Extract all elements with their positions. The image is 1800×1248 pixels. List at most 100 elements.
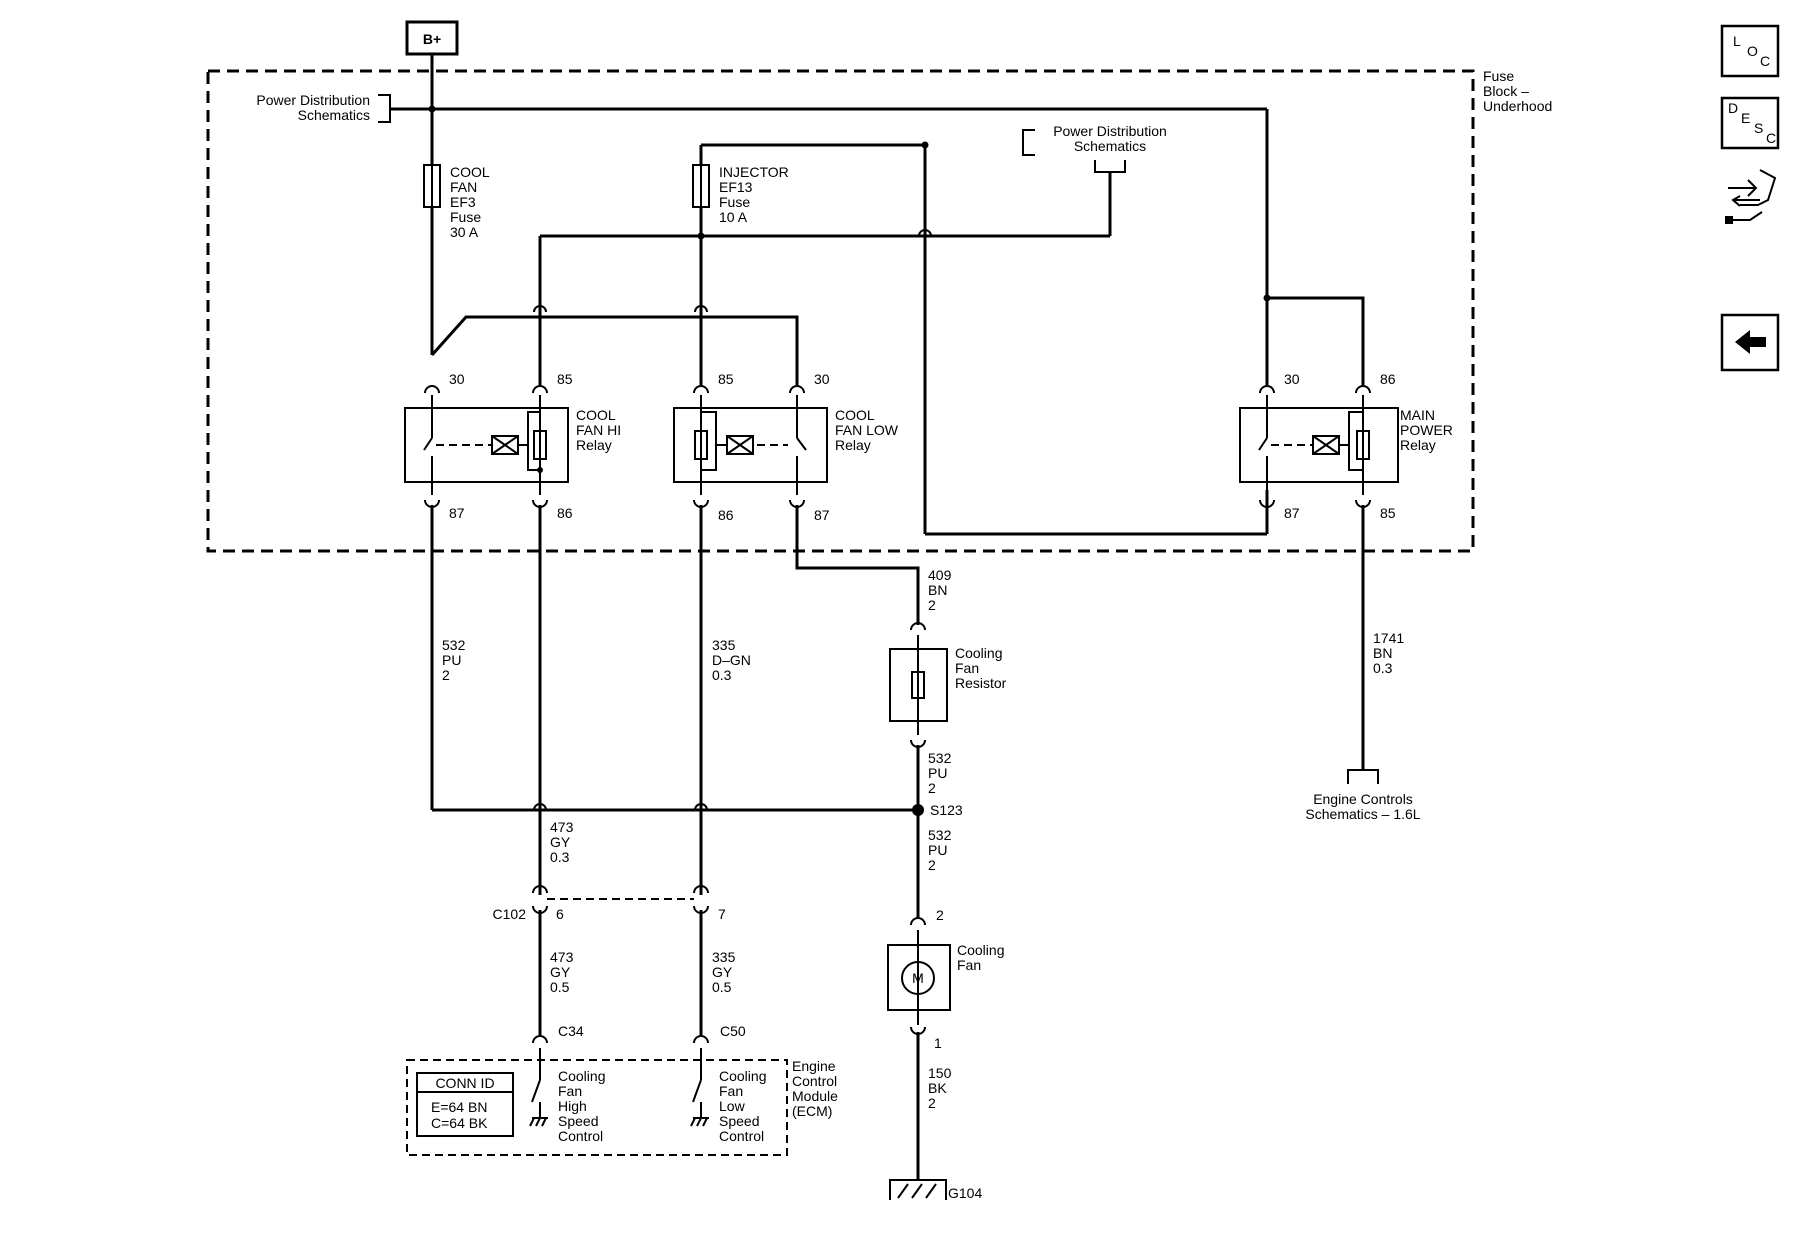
svg-text:0.3: 0.3 bbox=[1373, 660, 1393, 676]
connector-end-view-icon[interactable] bbox=[1725, 169, 1777, 224]
power-distribution-ref-left[interactable]: Power Distribution Schematics bbox=[256, 92, 391, 123]
connector-c50: C50 bbox=[720, 1023, 746, 1039]
svg-text:INJECTOR: INJECTOR bbox=[719, 164, 789, 180]
cooling-fan-resistor: Cooling Fan Resistor bbox=[889, 635, 1007, 735]
svg-text:532: 532 bbox=[928, 827, 952, 843]
svg-text:1741: 1741 bbox=[1373, 630, 1404, 646]
svg-text:GY: GY bbox=[550, 964, 571, 980]
svg-text:532: 532 bbox=[442, 637, 466, 653]
svg-text:Fuse: Fuse bbox=[719, 194, 750, 210]
svg-text:Power Distribution: Power Distribution bbox=[1053, 123, 1167, 139]
splice-label: S123 bbox=[930, 802, 963, 818]
connector-c102-pin7: 7 bbox=[718, 906, 726, 922]
svg-text:0.3: 0.3 bbox=[712, 667, 732, 683]
relay-cool-fan-low: 85 30 86 87 COOL FAN LOW Relay bbox=[673, 371, 899, 523]
svg-text:EF13: EF13 bbox=[719, 179, 753, 195]
wire-label-532-pu-hi: 532 PU 2 bbox=[442, 637, 466, 683]
svg-text:2: 2 bbox=[928, 857, 936, 873]
svg-text:PU: PU bbox=[928, 765, 947, 781]
svg-text:30 A: 30 A bbox=[450, 224, 479, 240]
fuse-block-label: Fuse Block – Underhood bbox=[1483, 68, 1552, 114]
junction-dot bbox=[428, 105, 436, 113]
svg-text:D–GN: D–GN bbox=[712, 652, 751, 668]
ecm-label: Engine Control Module (ECM) bbox=[792, 1058, 838, 1119]
svg-text:GY: GY bbox=[712, 964, 733, 980]
motor-symbol: M bbox=[912, 970, 924, 986]
ecm-switch-high: Cooling Fan High Speed Control bbox=[529, 1048, 605, 1144]
svg-text:Resistor: Resistor bbox=[955, 675, 1007, 691]
svg-text:Fuse: Fuse bbox=[450, 209, 481, 225]
svg-text:C: C bbox=[1760, 53, 1770, 69]
svg-text:D: D bbox=[1728, 100, 1738, 116]
svg-text:Fan: Fan bbox=[558, 1083, 582, 1099]
svg-text:CONN ID: CONN ID bbox=[435, 1075, 494, 1091]
svg-text:Cooling: Cooling bbox=[558, 1068, 605, 1084]
ground-g104: G104 bbox=[889, 1179, 982, 1201]
power-distribution-ref-right[interactable]: Power Distribution Schematics bbox=[1022, 123, 1167, 173]
svg-text:Fuse: Fuse bbox=[1483, 68, 1514, 84]
back-arrow-icon[interactable] bbox=[1720, 313, 1780, 372]
svg-text:S: S bbox=[1754, 120, 1763, 136]
svg-text:(ECM): (ECM) bbox=[792, 1103, 832, 1119]
svg-text:E=64 BN: E=64 BN bbox=[431, 1099, 487, 1115]
svg-text:G104: G104 bbox=[948, 1185, 982, 1201]
svg-text:0.5: 0.5 bbox=[550, 979, 570, 995]
svg-text:L: L bbox=[1733, 33, 1741, 49]
svg-text:2: 2 bbox=[928, 780, 936, 796]
svg-text:FAN LOW: FAN LOW bbox=[835, 422, 899, 438]
wire-label-473-gy-b: 473 GY 0.5 bbox=[550, 949, 574, 995]
svg-text:2: 2 bbox=[928, 1095, 936, 1111]
svg-text:87: 87 bbox=[1284, 505, 1300, 521]
relay-terminals bbox=[424, 385, 1371, 508]
svg-text:10 A: 10 A bbox=[719, 209, 748, 225]
wire-label-335-dgn: 335 D–GN 0.3 bbox=[712, 637, 751, 683]
wire-label-409-bn: 409 BN 2 bbox=[928, 567, 952, 613]
svg-text:85: 85 bbox=[1380, 505, 1396, 521]
battery-positive-label: B+ bbox=[423, 31, 441, 47]
svg-text:Relay: Relay bbox=[835, 437, 871, 453]
svg-text:Speed: Speed bbox=[558, 1113, 598, 1129]
svg-text:Schematics: Schematics bbox=[298, 107, 370, 123]
wire-label-532-pu-c: 532 PU 2 bbox=[928, 827, 952, 873]
svg-text:BN: BN bbox=[1373, 645, 1392, 661]
svg-text:335: 335 bbox=[712, 637, 736, 653]
wire-label-1741-bn: 1741 BN 0.3 bbox=[1373, 630, 1404, 676]
svg-text:C: C bbox=[1766, 130, 1776, 146]
description-view-button[interactable]: D E S C bbox=[1720, 96, 1780, 150]
svg-text:Power Distribution: Power Distribution bbox=[256, 92, 370, 108]
svg-text:PU: PU bbox=[928, 842, 947, 858]
svg-text:2: 2 bbox=[928, 597, 936, 613]
svg-text:335: 335 bbox=[712, 949, 736, 965]
svg-text:E: E bbox=[1741, 110, 1750, 126]
svg-text:Control: Control bbox=[719, 1128, 764, 1144]
svg-text:87: 87 bbox=[814, 507, 830, 523]
engine-controls-ref[interactable]: Engine Controls Schematics – 1.6L bbox=[1305, 769, 1421, 822]
svg-text:Engine Controls: Engine Controls bbox=[1313, 791, 1413, 807]
location-view-button[interactable]: L O C bbox=[1720, 24, 1780, 78]
relay-main-power: 30 86 87 85 MAIN POWER Relay bbox=[1239, 371, 1453, 521]
ecm-outline bbox=[406, 1059, 788, 1156]
svg-text:30: 30 bbox=[449, 371, 465, 387]
svg-text:0.5: 0.5 bbox=[712, 979, 732, 995]
svg-text:473: 473 bbox=[550, 819, 574, 835]
svg-text:86: 86 bbox=[718, 507, 734, 523]
svg-text:MAIN: MAIN bbox=[1400, 407, 1435, 423]
svg-text:Engine: Engine bbox=[792, 1058, 836, 1074]
cooling-fan-motor: M Cooling Fan bbox=[887, 930, 1004, 1025]
svg-text:Speed: Speed bbox=[719, 1113, 759, 1129]
svg-text:BN: BN bbox=[928, 582, 947, 598]
wire-label-150-bk: 150 BK 2 bbox=[928, 1065, 952, 1111]
wire-label-473-gy-a: 473 GY 0.3 bbox=[550, 819, 574, 865]
svg-text:POWER: POWER bbox=[1400, 422, 1453, 438]
svg-text:COOL: COOL bbox=[576, 407, 616, 423]
svg-text:C=64 BK: C=64 BK bbox=[431, 1115, 488, 1131]
svg-text:85: 85 bbox=[557, 371, 573, 387]
svg-text:0.3: 0.3 bbox=[550, 849, 570, 865]
wire-hi30-to-low30 bbox=[430, 315, 799, 385]
svg-text:Schematics – 1.6L: Schematics – 1.6L bbox=[1305, 806, 1420, 822]
svg-text:PU: PU bbox=[442, 652, 461, 668]
relay-cool-fan-hi: 30 85 87 86 COOL FAN HI Relay bbox=[404, 371, 621, 521]
svg-text:Fan: Fan bbox=[719, 1083, 743, 1099]
svg-text:COOL: COOL bbox=[450, 164, 490, 180]
